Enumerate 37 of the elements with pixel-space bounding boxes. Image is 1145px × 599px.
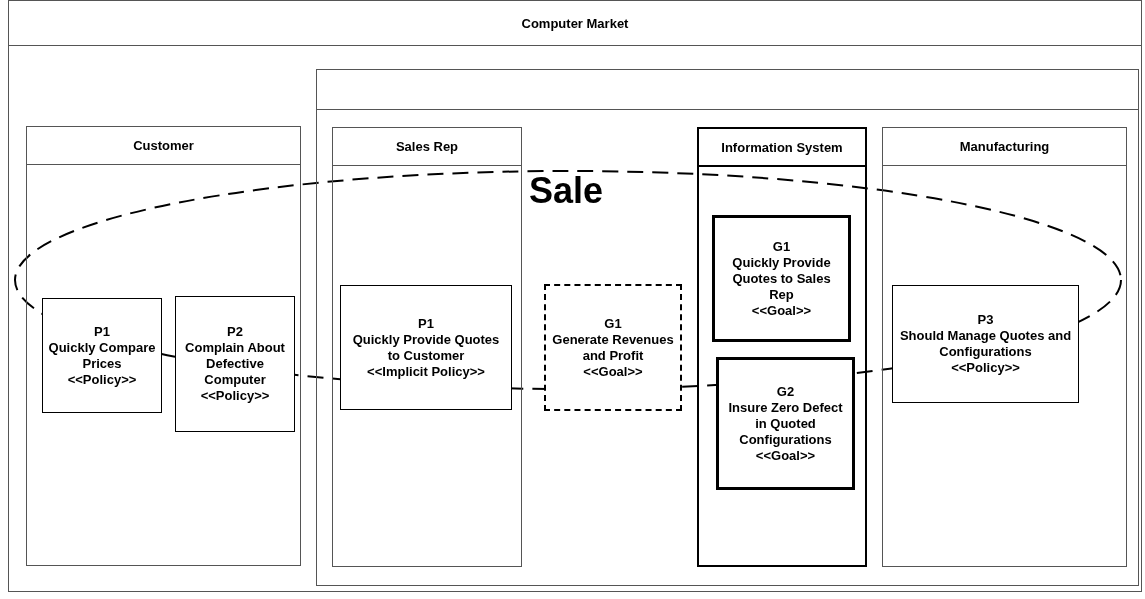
- swimlane: [26, 126, 301, 566]
- box-id: P3: [977, 312, 994, 328]
- stereotype-label: <<Goal>>: [755, 447, 816, 464]
- lane-title: Sales Rep: [394, 139, 460, 154]
- goal-box: [175, 296, 295, 432]
- lane-title: Customer: [132, 138, 195, 153]
- goal-box: [42, 298, 162, 413]
- stereotype-label: <<Goal>>: [751, 302, 812, 319]
- scope-title: Sale: [529, 173, 604, 209]
- box-text: Quickly Provide Quotes to Customer: [351, 331, 501, 364]
- box-id: G1: [772, 238, 791, 255]
- lane-title: Information System: [720, 139, 844, 155]
- box-text: Insure Zero Defect in Quoted Configurations: [727, 399, 844, 448]
- goal-box: [892, 285, 1079, 403]
- stereotype-label: <<Policy>>: [951, 360, 1020, 376]
- box-text: Quickly Provide Quotes to Sales Rep: [731, 254, 832, 303]
- swimlane: [332, 127, 522, 567]
- swimlane: [882, 127, 1127, 567]
- box-id: G2: [776, 383, 795, 400]
- lane-title: Manufacturing: [958, 139, 1051, 154]
- goal-box: [340, 285, 512, 410]
- box-id: G1: [604, 315, 622, 332]
- box-text: Complain About Defective Computer: [184, 340, 286, 388]
- box-id: P1: [418, 315, 434, 332]
- dashed-goal-box: [544, 284, 682, 411]
- goal-box: [716, 357, 855, 490]
- lane-title: Computer Market: [520, 15, 630, 31]
- stereotype-label: <<Implicit Policy>>: [367, 363, 485, 380]
- box-text: Generate Revenues and Profit: [551, 331, 675, 364]
- stereotype-label: <<Policy>>: [200, 388, 270, 404]
- box-id: P1: [94, 323, 110, 340]
- box-text: Quickly Compare Prices: [47, 339, 157, 372]
- stereotype-label: <<Goal>>: [583, 363, 643, 380]
- box-id: P2: [227, 324, 243, 340]
- stereotype-label: <<Policy>>: [67, 371, 137, 388]
- box-text: Should Manage Quotes and Configurations: [898, 328, 1073, 360]
- goal-box: [712, 215, 851, 342]
